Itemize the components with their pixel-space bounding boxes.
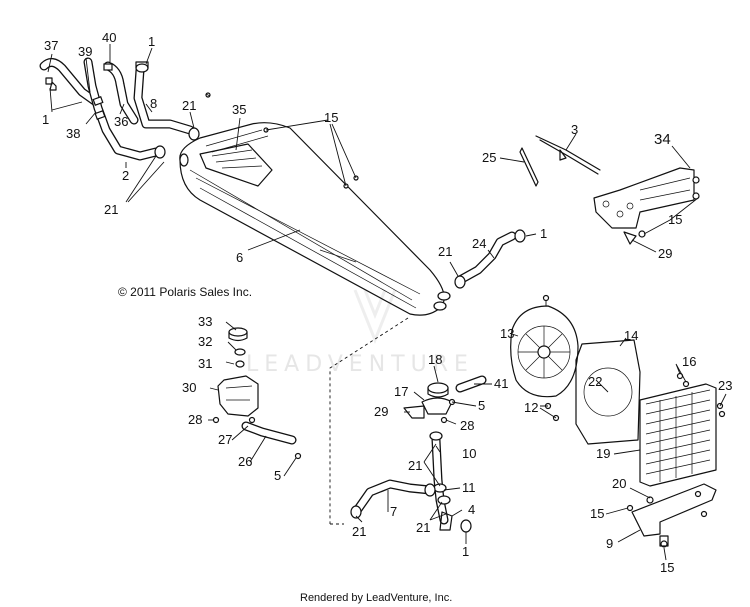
- callout-9: 9: [606, 536, 613, 551]
- callout-40: 40: [102, 30, 116, 45]
- callout-4: 4: [468, 502, 475, 517]
- callout-34: 34: [654, 131, 671, 148]
- callout-27: 27: [218, 432, 232, 447]
- callout-15: 15: [590, 506, 604, 521]
- callout-25: 25: [482, 150, 496, 165]
- callout-6: 6: [236, 250, 243, 265]
- callout-29: 29: [374, 404, 388, 419]
- callout-41: 41: [494, 376, 508, 391]
- callout-31: 31: [198, 356, 212, 371]
- callout-24: 24: [472, 236, 486, 251]
- radiator-lower-bracket: [626, 483, 717, 548]
- callout-29: 29: [658, 246, 672, 261]
- callout-26: 26: [238, 454, 252, 469]
- watermark-logo: [353, 289, 397, 345]
- callout-21: 21: [438, 244, 452, 259]
- callout-21: 21: [182, 98, 196, 113]
- callout-1: 1: [540, 226, 547, 241]
- radiator-core: [639, 372, 726, 487]
- callout-16: 16: [682, 354, 696, 369]
- coolant-pipe-assembly: [179, 122, 451, 316]
- dashed-leader-a: [329, 317, 409, 524]
- footer-credit: Rendered by LeadVenture, Inc.: [300, 592, 452, 604]
- callout-20: 20: [612, 476, 626, 491]
- coolant-reservoir-group: [212, 327, 302, 460]
- callout-22: 22: [588, 374, 602, 389]
- callout-17: 17: [394, 384, 408, 399]
- callout-8: 8: [150, 96, 157, 111]
- callout-15: 15: [668, 212, 682, 227]
- callout-36: 36: [114, 114, 128, 129]
- callout-11: 11: [462, 480, 476, 495]
- callout-23: 23: [718, 378, 732, 393]
- callout-18: 18: [428, 352, 442, 367]
- callout-leader-lines: [47, 44, 727, 561]
- callout-38: 38: [66, 126, 80, 141]
- callout-33: 33: [198, 314, 212, 329]
- callout-10: 10: [462, 446, 476, 461]
- callout-7: 7: [390, 504, 397, 519]
- callout-1: 1: [42, 112, 49, 127]
- strap-and-rod: [519, 135, 601, 187]
- upper-left-hose-group: [39, 57, 211, 161]
- callout-5: 5: [274, 468, 281, 483]
- callout-30: 30: [182, 380, 196, 395]
- callout-28: 28: [460, 418, 474, 433]
- callout-2: 2: [122, 168, 129, 183]
- center-filler-and-hoses: [350, 375, 487, 533]
- callout-21: 21: [416, 520, 430, 535]
- fan-and-shroud: [510, 294, 641, 445]
- hose-24: [454, 229, 526, 289]
- callout-15: 15: [660, 560, 674, 575]
- callout-37: 37: [44, 38, 58, 53]
- callout-5: 5: [478, 398, 485, 413]
- callout-15: 15: [324, 110, 338, 125]
- callout-14: 14: [624, 328, 638, 343]
- callout-21: 21: [352, 524, 366, 539]
- callout-19: 19: [596, 446, 610, 461]
- callout-12: 12: [524, 400, 538, 415]
- callout-39: 39: [78, 44, 92, 59]
- callout-1: 1: [148, 34, 155, 49]
- callout-3: 3: [571, 122, 578, 137]
- copyright-text: © 2011 Polaris Sales Inc.: [118, 285, 252, 299]
- callout-32: 32: [198, 334, 212, 349]
- callout-13: 13: [500, 326, 514, 341]
- callout-28: 28: [188, 412, 202, 427]
- watermark-text: LEADVENTURE: [246, 352, 474, 377]
- callout-21: 21: [408, 458, 422, 473]
- bracket-34: [593, 167, 700, 245]
- callout-21: 21: [104, 202, 118, 217]
- callout-35: 35: [232, 102, 246, 117]
- callout-1: 1: [462, 544, 469, 559]
- callout-numbers: 37 39 40 1 1 38 36 8 21 35 15 2 21 6 3 2…: [42, 30, 732, 604]
